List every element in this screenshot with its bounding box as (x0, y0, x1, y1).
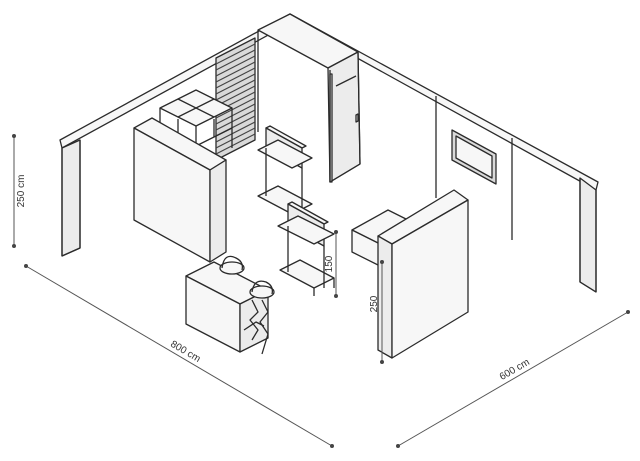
wall-height-label: 250 cm (16, 175, 27, 208)
bar-stool-1 (219, 255, 245, 275)
display-shelf-unit-back (257, 125, 313, 215)
depth-label: 600 cm (498, 357, 532, 383)
right-partition-wall (377, 189, 469, 359)
left-back-wall (59, 13, 293, 257)
display-shelf-unit-front (277, 201, 335, 296)
slatwall-panel (215, 37, 256, 161)
dimension-wall-height: 250 cm (12, 134, 27, 248)
dimension-shelf-height: 150 (324, 230, 338, 298)
front-counter (185, 261, 269, 353)
partition-height-label: 250 (369, 295, 380, 312)
width-label: 800 cm (168, 339, 202, 365)
right-back-wall (289, 13, 599, 293)
wall-screen (451, 129, 497, 185)
bar-stool-2 (243, 280, 275, 355)
storage-room (257, 13, 361, 183)
left-partition-wall (133, 117, 227, 263)
dimension-partition-height: 250 (369, 260, 384, 364)
shelf-height-label: 150 (324, 255, 335, 272)
dimension-width: 800 cm (24, 264, 334, 448)
